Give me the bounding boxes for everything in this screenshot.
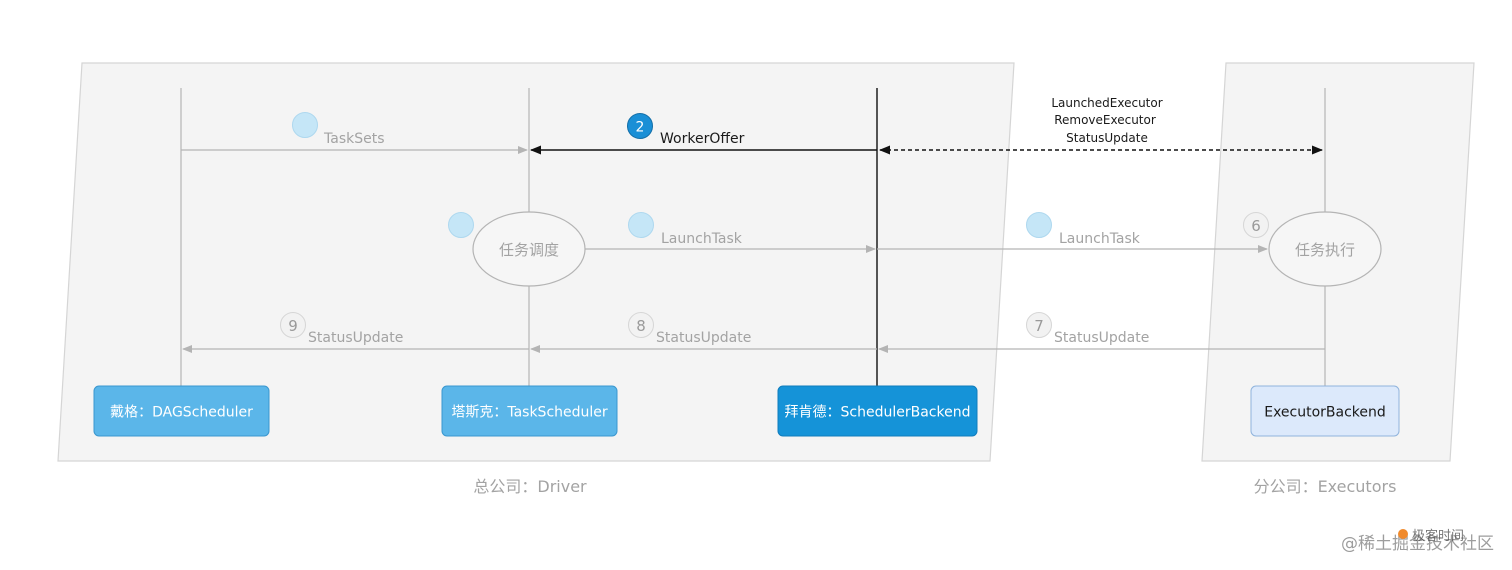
step-8-number: 8 [636, 317, 646, 335]
launched-executor-label: LaunchedExecutor [1051, 96, 1162, 110]
scheduler-backend-label: 拜肯德：SchedulerBackend [785, 405, 971, 421]
step-2-number: 2 [636, 120, 645, 136]
launchtask-label-1: LaunchTask [661, 231, 743, 247]
geektime-logo-text: 极客时间 [1412, 528, 1464, 544]
step-8-circle [628, 312, 654, 338]
executor-backend-label: ExecutorBackend [1264, 405, 1386, 421]
executor-backend-box [1250, 385, 1400, 437]
task-scheduler-box [441, 385, 618, 437]
step-9-circle [280, 312, 306, 338]
watermark-text: @稀土掘金技术社区 [1341, 534, 1494, 554]
step-7-circle [1026, 312, 1052, 338]
workeroffer-label: WorkerOffer [660, 131, 745, 147]
scheduler-backend-box [777, 385, 978, 437]
step-circle-launchtask-1 [628, 212, 654, 238]
step-9-number: 9 [288, 317, 298, 335]
step-7-number: 7 [1034, 317, 1044, 335]
driver-caption: 总公司：Driver [473, 477, 587, 496]
execution-label: 任务执行 [1295, 241, 1355, 259]
execution-ellipse [1268, 211, 1382, 287]
statusupdate-label-7: StatusUpdate [1054, 330, 1149, 346]
step-6-circle [1243, 212, 1269, 238]
step-2-circle [627, 113, 653, 139]
geektime-logo-icon [1398, 529, 1408, 539]
launchtask-label-2: LaunchTask [1059, 231, 1141, 247]
scheduling-ellipse [472, 211, 586, 287]
dag-scheduler-label: 戴格：DAGScheduler [110, 405, 253, 421]
remove-executor-label: RemoveExecutor [1054, 113, 1156, 127]
executors-caption: 分公司：Executors [1254, 477, 1397, 496]
statusupdate-label-9: StatusUpdate [308, 330, 403, 346]
step-circle-tasksets [292, 112, 318, 138]
step-circle-scheduling [448, 212, 474, 238]
step-6-number: 6 [1251, 217, 1261, 235]
status-update-top-label: StatusUpdate [1066, 131, 1148, 145]
statusupdate-label-8: StatusUpdate [656, 330, 751, 346]
scheduling-label: 任务调度 [499, 241, 559, 259]
step-circle-launchtask-2 [1026, 212, 1052, 238]
dag-scheduler-box [93, 385, 270, 437]
tasksets-label: TaskSets [323, 131, 385, 147]
task-scheduler-label: 塔斯克：TaskScheduler [451, 405, 608, 421]
